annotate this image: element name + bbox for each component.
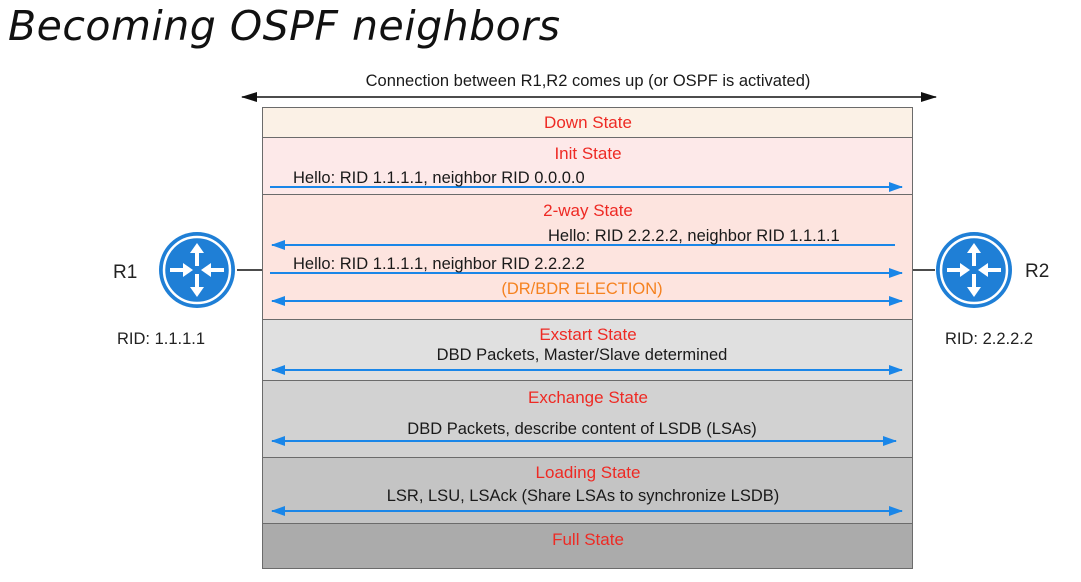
loading-state-label: Loading State xyxy=(535,463,641,482)
dr-bdr-label: (DR/BDR ELECTION) xyxy=(501,280,663,298)
two-way-hello-r1-label: Hello: RID 1.1.1.1, neighbor RID 2.2.2.2 xyxy=(293,255,585,273)
loading-lsr-label: LSR, LSU, LSAck (Share LSAs to synchroni… xyxy=(386,487,780,505)
r2-router-icon xyxy=(936,232,1012,308)
exstart-state-label: Exstart State xyxy=(539,325,637,344)
page-title: Becoming OSPF neighbors xyxy=(8,2,561,50)
r2-name: R2 xyxy=(1025,261,1050,282)
down-state-band xyxy=(262,107,913,138)
full-state-band xyxy=(262,524,913,569)
exchange-dbd-label: DBD Packets, describe content of LSDB (L… xyxy=(407,420,757,438)
exchange-state-label: Exchange State xyxy=(527,388,649,407)
r1-rid: RID: 1.1.1.1 xyxy=(117,330,206,348)
r2-rid: RID: 2.2.2.2 xyxy=(945,330,1034,348)
r1-name: R1 xyxy=(113,262,138,283)
connection-label: Connection between R1,R2 comes up (or OS… xyxy=(365,72,811,90)
full-state-label: Full State xyxy=(552,530,624,549)
init-state-band xyxy=(262,138,913,195)
init-hello-label: Hello: RID 1.1.1.1, neighbor RID 0.0.0.0 xyxy=(293,169,585,187)
two-way-state-label: 2-way State xyxy=(543,201,633,220)
exstart-dbd-label: DBD Packets, Master/Slave determined xyxy=(436,346,728,364)
r1-router-icon xyxy=(159,232,235,308)
init-state-label: Init State xyxy=(554,144,622,163)
two-way-hello-r2-label: Hello: RID 2.2.2.2, neighbor RID 1.1.1.1 xyxy=(548,227,840,245)
down-state-label: Down State xyxy=(544,113,632,132)
